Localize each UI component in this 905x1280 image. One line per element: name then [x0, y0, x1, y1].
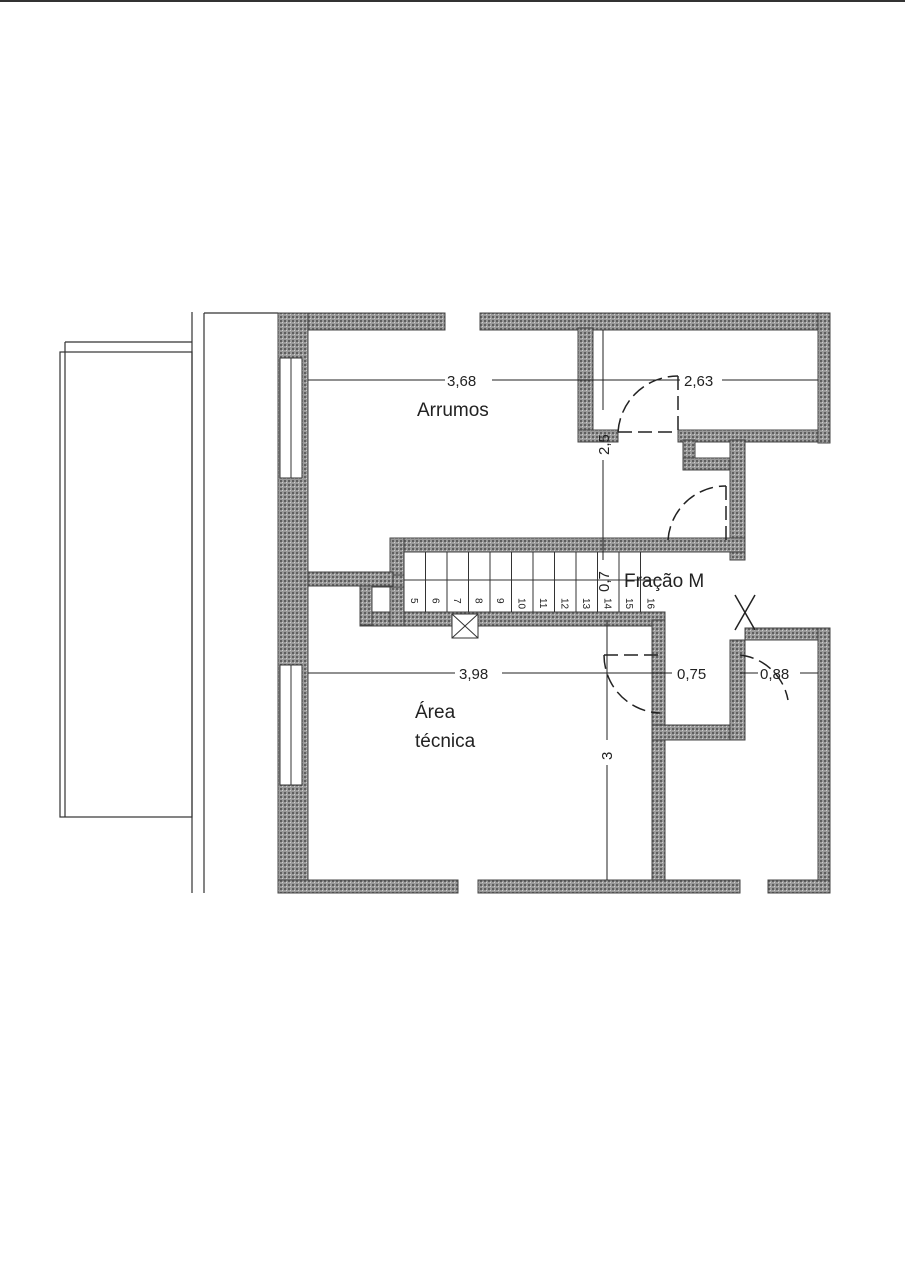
- wall: [817, 627, 831, 894]
- dim-technical-width: 3,98: [459, 666, 488, 683]
- walls: [277, 312, 831, 894]
- room-label-technical-2: técnica: [415, 731, 476, 752]
- dimension-labels: 3,68 2,63 3,98 0,75 0,88 2,5 0,7 3: [447, 373, 789, 760]
- dim-storage-width: 3,68: [447, 373, 476, 390]
- dim-vertical-stair: 0,7: [596, 571, 613, 592]
- wall: [277, 879, 459, 894]
- dim-corridor-width: 0,75: [677, 666, 706, 683]
- stair-step-number: 6: [429, 598, 440, 604]
- stair-step-number: 7: [451, 598, 462, 604]
- wall: [479, 312, 831, 331]
- room-labels: Arrumos Área técnica Fração M: [415, 400, 704, 752]
- wall: [651, 619, 666, 881]
- doors: [603, 375, 789, 714]
- room-label-storage: Arrumos: [417, 400, 489, 421]
- staircase: 5 6 7 8 9 10 11 12 13 14 15 16: [403, 552, 662, 612]
- stair-step-number: 16: [644, 598, 655, 610]
- stair-step-number: 10: [515, 598, 526, 610]
- stair-step-number: 5: [408, 598, 419, 604]
- stair-step-number: 8: [472, 598, 483, 604]
- stair-step-number: 15: [623, 598, 634, 610]
- dim-small-room-width: 2,63: [684, 373, 713, 390]
- wall: [817, 312, 831, 444]
- room-label-unit: Fração M: [624, 571, 704, 592]
- stair-step-number: 12: [558, 598, 569, 610]
- stair-step-number: 13: [580, 598, 591, 610]
- dim-technical-depth: 3: [599, 752, 616, 760]
- wall: [729, 439, 746, 561]
- wall: [477, 879, 741, 894]
- dim-vertical-upper: 2,5: [596, 434, 613, 455]
- wall: [767, 879, 831, 894]
- wall: [307, 571, 394, 587]
- wall: [577, 429, 619, 443]
- wall: [389, 537, 746, 553]
- stair-step-number: 14: [601, 598, 612, 610]
- wall: [359, 611, 666, 627]
- wall: [744, 627, 831, 641]
- wall: [729, 639, 746, 741]
- stair-step-number: 9: [494, 598, 505, 604]
- adjacent-building-outline: [59, 312, 278, 893]
- windows: [279, 357, 303, 786]
- dim-right-room-width: 0,88: [760, 666, 789, 683]
- dimension-lines: [308, 330, 818, 880]
- room-label-technical-1: Área: [415, 702, 456, 723]
- stair-cross: [451, 613, 479, 639]
- stair-step-number: 11: [537, 598, 548, 609]
- wall: [577, 327, 594, 443]
- wall: [677, 429, 831, 443]
